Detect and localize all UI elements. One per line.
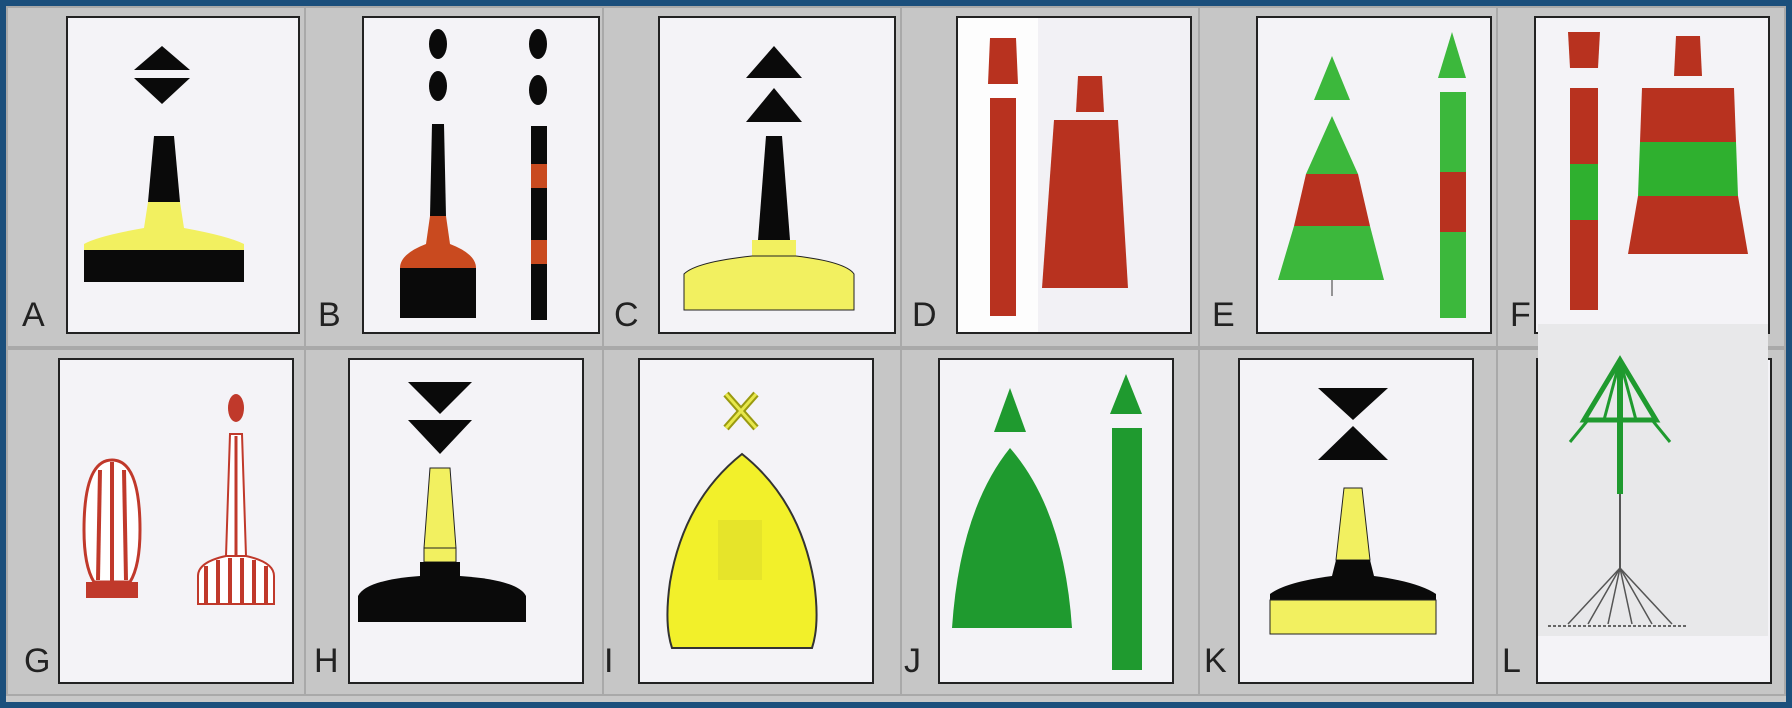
label-k: K — [1204, 642, 1227, 681]
label-a: A — [22, 296, 45, 335]
label-f: F — [1510, 296, 1531, 335]
buoy-chart-frame: A B — [6, 6, 1786, 702]
label-d: D — [912, 296, 937, 335]
red-green-can-buoys-icon — [1536, 18, 1768, 332]
label-h: H — [314, 642, 339, 681]
card-a — [66, 16, 300, 334]
withy-mark-panel — [1538, 324, 1768, 636]
card-k — [1238, 358, 1474, 684]
red-white-striped-buoys-icon — [60, 360, 292, 682]
label-i: I — [604, 642, 613, 681]
card-g — [58, 358, 294, 684]
green-cone-buoys-icon — [940, 360, 1172, 682]
red-can-buoys-icon — [958, 18, 1190, 332]
yellow-special-mark-buoy-icon — [640, 360, 872, 682]
buoy-grid: A B — [6, 6, 1786, 702]
card-c — [658, 16, 896, 334]
label-e: E — [1212, 296, 1235, 335]
label-g: G — [24, 642, 50, 681]
label-l: L — [1502, 642, 1521, 681]
black-cones-up-buoy-icon — [660, 18, 894, 332]
black-yellow-hourglass-buoy-icon — [1240, 360, 1472, 682]
black-cones-down-buoy-icon — [350, 360, 582, 682]
card-d — [956, 16, 1192, 334]
card-e — [1256, 16, 1492, 334]
card-i — [638, 358, 874, 684]
black-topmark-diamond-buoy-icon — [68, 18, 298, 332]
card-h — [348, 358, 584, 684]
green-withy-mark-icon — [1538, 324, 1768, 636]
black-red-spar-buoys-icon — [364, 18, 598, 332]
card-j — [938, 358, 1174, 684]
green-red-cone-buoys-icon — [1258, 18, 1490, 332]
card-f — [1534, 16, 1770, 334]
label-b: B — [318, 296, 341, 335]
label-j: J — [904, 642, 921, 681]
card-b — [362, 16, 600, 334]
label-c: C — [614, 296, 639, 335]
